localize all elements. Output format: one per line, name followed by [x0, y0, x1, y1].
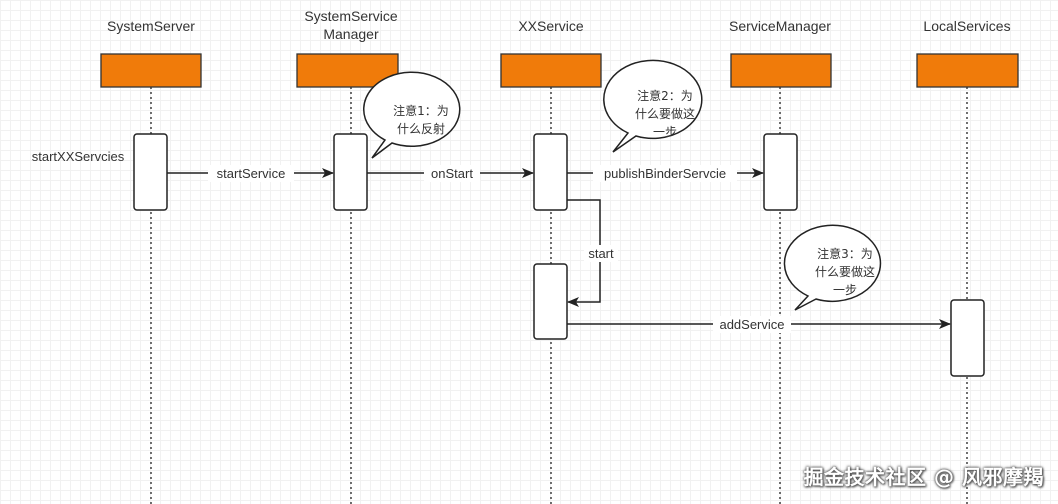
participant-label-systemservicemanager-line2: Manager [323, 26, 379, 42]
note-bubble-2 [603, 59, 703, 153]
activation-servicemanager [763, 133, 798, 211]
activation-xxservice-2 [533, 263, 568, 340]
watermark-text: 掘金技术社区 @ 风邪摩羯 [803, 465, 1044, 489]
participant-label-systemservicemanager-line1: SystemService [304, 8, 398, 24]
participant-label-servicemanager: ServiceManager [729, 18, 831, 34]
message-label-add-service: addService [719, 317, 784, 332]
participant-label-xxservice: XXService [518, 18, 584, 34]
note-2-line-2: 什么要做这 [635, 106, 695, 121]
message-label-on-start: onStart [431, 166, 473, 181]
note-1-line-2: 什么反射 [397, 121, 445, 136]
message-label-start-xx-services: startXXServcies [32, 149, 125, 164]
activation-systemservicemanager [333, 133, 368, 211]
message-label-publish-binder-service: publishBinderServcie [604, 166, 726, 181]
activation-localservices [950, 299, 985, 377]
participant-label-localservices: LocalServices [923, 18, 1010, 34]
note-3-line-1: 注意3：为 [817, 246, 873, 261]
participant-box-servicemanager [730, 53, 832, 88]
participant-label-systemserver: SystemServer [107, 18, 195, 34]
participant-box-systemserver [100, 53, 202, 88]
participant-box-localservices [916, 53, 1019, 88]
participant-box-systemservicemanager [296, 53, 399, 88]
activation-xxservice-1 [533, 133, 568, 211]
note-2-line-1: 注意2：为 [637, 88, 693, 103]
note-bubble-3 [783, 224, 882, 311]
message-label-start: start [588, 246, 614, 261]
message-label-start-service: startService [217, 166, 286, 181]
note-1-line-1: 注意1：为 [393, 103, 449, 118]
activation-systemserver [133, 133, 168, 211]
note-3-line-2: 什么要做这 [815, 264, 875, 279]
participant-box-xxservice [500, 53, 602, 88]
note-2-line-3: 一步 [653, 125, 677, 139]
note-3-line-3: 一步 [833, 283, 857, 297]
note-bubble-1 [363, 71, 461, 159]
